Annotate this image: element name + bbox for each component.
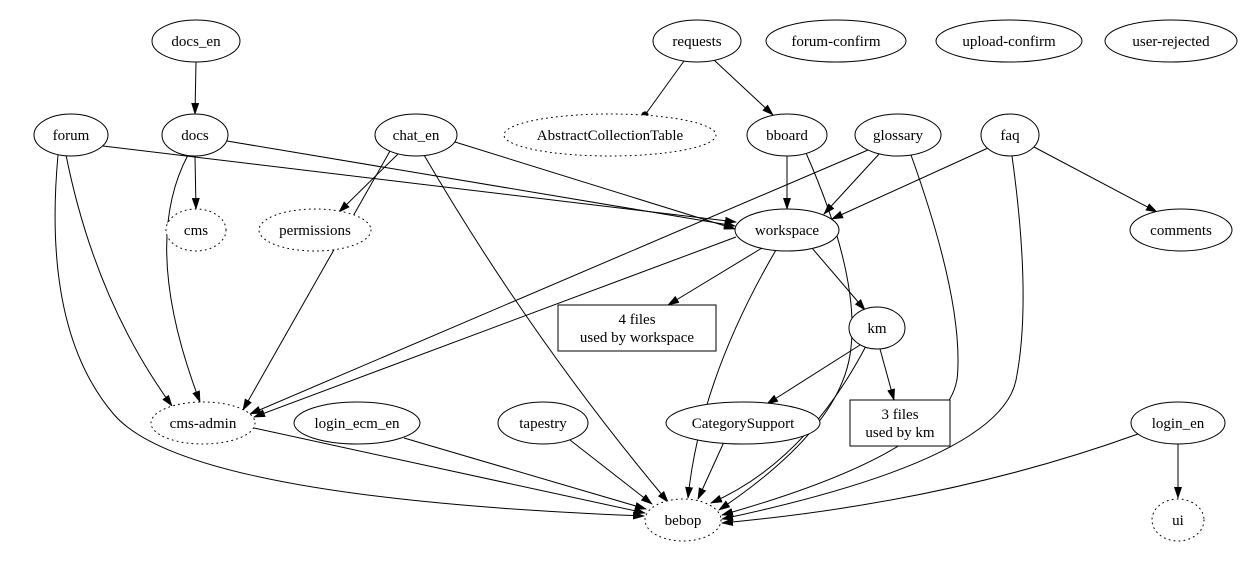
- node-permissions: permissions: [258, 208, 372, 252]
- edge-chat_en-bebop: [423, 154, 669, 503]
- node-login_ecm_en: login_ecm_en: [293, 401, 421, 445]
- node-label-bboard: bboard: [766, 128, 808, 144]
- edge-km-files_km: [879, 348, 895, 401]
- edge-cms_admin-bebop: [253, 427, 646, 515]
- node-ui: ui: [1151, 498, 1205, 542]
- edge-forum-bebop: [54, 154, 645, 520]
- node-upload_confirm: upload-confirm: [935, 19, 1083, 63]
- node-label-upload_confirm: upload-confirm: [962, 34, 1056, 50]
- node-label-login_ecm_en: login_ecm_en: [315, 416, 400, 432]
- edge-km-category_support: [766, 344, 861, 405]
- node-files_workspace: 4 files used by workspace: [557, 304, 717, 352]
- node-label-bebop: bebop: [665, 513, 702, 529]
- node-label-comments: comments: [1150, 223, 1212, 239]
- node-files_km: 3 files used by km: [849, 399, 951, 447]
- node-label-files_workspace-1: used by workspace: [580, 330, 694, 346]
- edge-faq-workspace: [831, 147, 989, 220]
- edge-requests-bboard: [713, 59, 774, 116]
- edge-glossary-workspace: [823, 152, 881, 215]
- node-requests: requests: [652, 19, 742, 63]
- edge-docs-cms: [191, 155, 200, 210]
- node-label-chat_en: chat_en: [393, 128, 440, 144]
- node-forum_confirm: forum-confirm: [765, 19, 907, 63]
- node-label-docs: docs: [181, 128, 209, 144]
- node-chat_en: chat_en: [374, 113, 458, 157]
- node-forum: forum: [33, 113, 109, 157]
- edge-km-bebop: [710, 345, 867, 504]
- node-label-faq: faq: [1000, 128, 1020, 144]
- edge-glossary-cms_admin: [249, 149, 869, 415]
- edge-bboard-bebop: [718, 152, 853, 511]
- edge-workspace-cms_admin: [253, 236, 737, 418]
- edge-chat_en-workspace: [454, 141, 736, 230]
- node-comments: comments: [1129, 208, 1233, 252]
- node-workspace: workspace: [734, 208, 840, 252]
- edge-docs-workspace: [226, 140, 736, 229]
- edge-docs-cms_admin: [166, 154, 201, 403]
- node-label-docs_en: docs_en: [171, 34, 221, 50]
- edge-chat_en-permissions: [338, 153, 399, 213]
- node-label-tapestry: tapestry: [519, 416, 567, 432]
- node-label-ui: ui: [1172, 513, 1184, 529]
- node-login_en: login_en: [1130, 401, 1226, 445]
- node-abstract_collection_table: AbstractCollectionTable: [503, 113, 717, 157]
- edge-workspace-bebop: [685, 249, 777, 499]
- node-docs: docs: [161, 113, 229, 157]
- node-label-requests: requests: [672, 34, 721, 50]
- edge-login_en-bebop: [721, 433, 1139, 526]
- node-label-workspace: workspace: [755, 223, 819, 239]
- edge-tapestry-bebop: [569, 439, 653, 505]
- nodes-layer: docs_en requests forum-confirm upload-confi…: [33, 19, 1238, 542]
- edge-chat_en-cms_admin: [242, 150, 391, 411]
- edge-login_ecm_en-bebop: [403, 437, 647, 510]
- node-label-login_en: login_en: [1152, 416, 1205, 432]
- edge-forum-cms_admin: [65, 154, 173, 407]
- node-label-files_km-1: used by km: [865, 425, 934, 441]
- edge-forum-workspace: [102, 145, 737, 225]
- node-label-forum: forum: [53, 128, 90, 144]
- edge-category_support-bebop: [697, 441, 725, 500]
- node-bboard: bboard: [746, 113, 828, 157]
- node-category_support: CategorySupport: [665, 401, 821, 445]
- node-label-files_km-0: 3 files: [881, 407, 918, 423]
- node-label-files_workspace-0: 4 files: [618, 312, 655, 328]
- edge-glossary-bebop: [721, 154, 959, 516]
- node-km: km: [848, 306, 906, 350]
- node-cms: cms: [165, 208, 227, 252]
- node-cms_admin: cms-admin: [150, 401, 256, 445]
- node-label-user_rejected: user-rejected: [1132, 34, 1210, 50]
- edge-faq-comments: [1033, 146, 1158, 213]
- edges-layer: [54, 59, 1182, 526]
- node-label-category_support: CategorySupport: [692, 416, 795, 432]
- node-tapestry: tapestry: [497, 401, 589, 445]
- edge-docs_en-docs: [191, 61, 200, 115]
- edge-workspace-files_workspace: [667, 247, 763, 306]
- node-faq: faq: [980, 113, 1040, 157]
- node-label-permissions: permissions: [279, 223, 351, 239]
- edge-requests-abstract_collection_table: [641, 60, 685, 119]
- node-label-glossary: glossary: [873, 128, 923, 144]
- node-label-cms: cms: [184, 223, 208, 239]
- edge-workspace-km: [811, 247, 866, 311]
- node-label-forum_confirm: forum-confirm: [791, 34, 880, 50]
- node-glossary: glossary: [854, 113, 942, 157]
- node-bebop: bebop: [644, 498, 722, 542]
- node-docs_en: docs_en: [151, 19, 241, 63]
- node-label-km: km: [867, 321, 887, 337]
- node-label-cms_admin: cms-admin: [170, 416, 237, 432]
- edge-faq-bebop: [721, 155, 1024, 521]
- node-user_rejected: user-rejected: [1104, 19, 1238, 63]
- node-label-abstract_collection_table: AbstractCollectionTable: [537, 128, 684, 144]
